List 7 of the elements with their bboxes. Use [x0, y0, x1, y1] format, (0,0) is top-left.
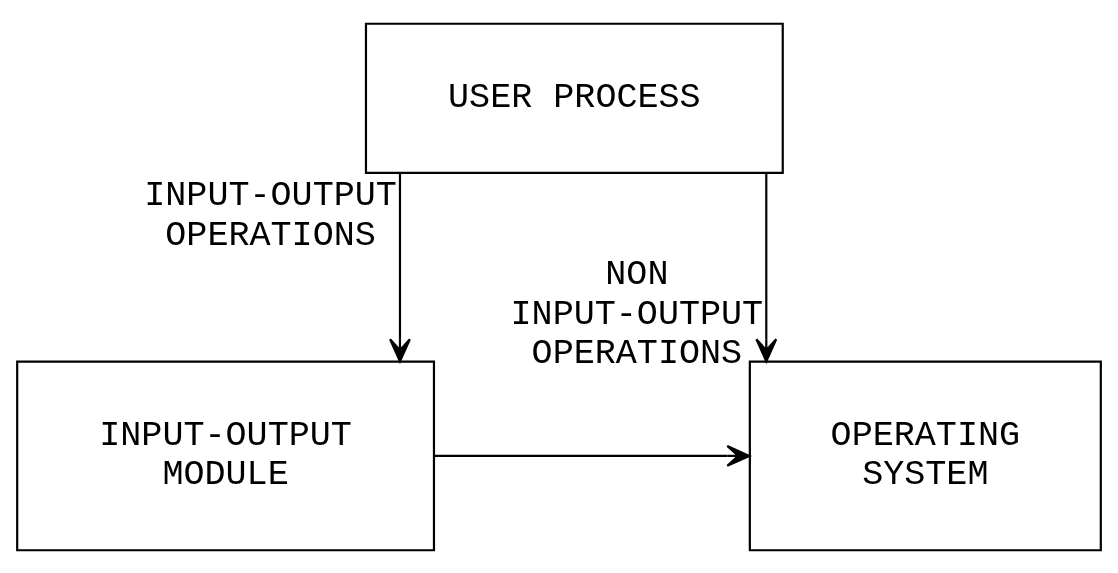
- node-box: OPERATING SYSTEM: [748, 360, 1102, 551]
- arrow: [389, 172, 411, 362]
- node-box: USER PROCESS: [364, 22, 784, 174]
- edge-label: INPUT-OUTPUT OPERATIONS: [144, 175, 397, 256]
- arrow: [434, 444, 751, 467]
- node-box: INPUT-OUTPUT MODULE: [16, 360, 436, 551]
- arrow: [755, 172, 778, 362]
